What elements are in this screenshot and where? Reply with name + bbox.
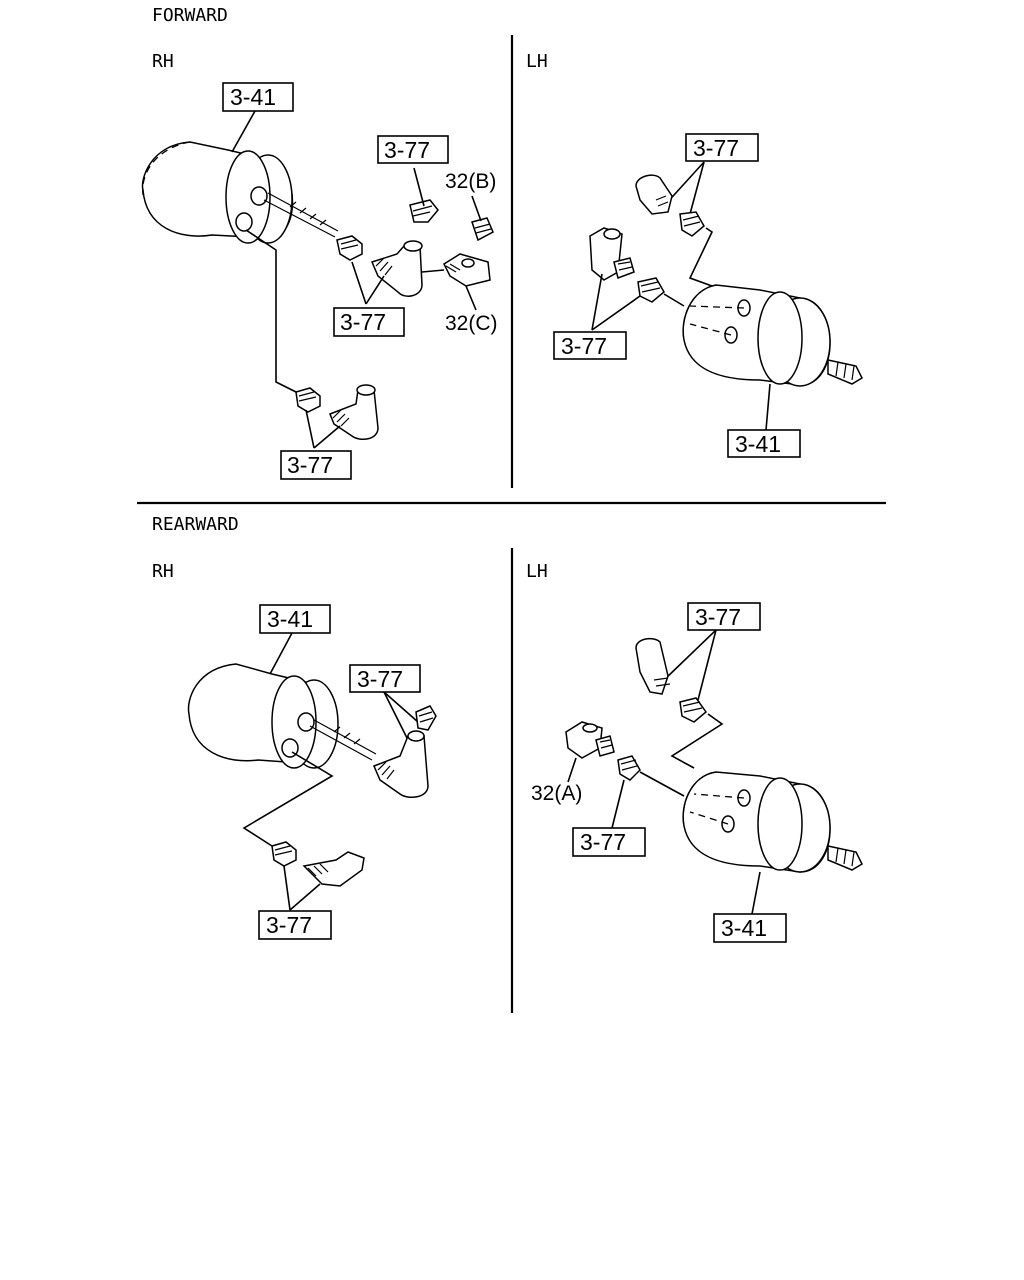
callout-3-77: 3-77 xyxy=(561,333,607,359)
callout-3-77: 3-77 xyxy=(693,135,739,161)
fitting-nut xyxy=(679,211,705,237)
fitting-elbow xyxy=(589,227,635,281)
valve-b xyxy=(471,217,494,242)
fitting-elbow xyxy=(329,384,379,441)
callout-3-77: 3-77 xyxy=(340,309,386,335)
fitting-nut xyxy=(679,697,708,723)
callout-3-77: 3-77 xyxy=(384,137,430,163)
fitting-nut xyxy=(415,705,437,731)
side-label-forward-lh: LH xyxy=(526,51,548,72)
callout-3-77: 3-77 xyxy=(266,912,312,938)
side-label-rearward-rh: RH xyxy=(152,561,174,582)
section-title-rearward: REARWARD xyxy=(152,514,239,535)
fitting-elbow xyxy=(635,637,671,695)
fitting-nut xyxy=(271,841,297,867)
fitting-nut xyxy=(336,235,363,261)
air-chamber xyxy=(187,663,377,769)
callout-3-41: 3-41 xyxy=(230,84,276,110)
callout-3-77: 3-77 xyxy=(287,452,333,478)
fitting-nut xyxy=(637,277,685,307)
callout-3-41: 3-41 xyxy=(267,606,313,632)
fitting-nut xyxy=(617,755,685,797)
fitting-elbow xyxy=(302,851,365,887)
air-chamber xyxy=(682,771,863,873)
callout-32a: 32(A) xyxy=(531,782,582,805)
air-chamber xyxy=(682,284,863,387)
callout-3-77: 3-77 xyxy=(695,604,741,630)
callout-box xyxy=(222,82,294,112)
callout-32b: 32(B) xyxy=(445,170,496,193)
fitting-elbow xyxy=(373,730,429,799)
forward-lh-assembly: 3-77 3-77 3-41 xyxy=(553,133,863,458)
callout-3-41: 3-41 xyxy=(735,431,781,457)
side-label-forward-rh: RH xyxy=(152,51,174,72)
callout-32c: 32(C) xyxy=(445,312,498,335)
fitting-nut xyxy=(295,387,321,413)
fitting-top xyxy=(409,199,439,223)
valve-c xyxy=(421,253,491,287)
callout-3-77: 3-77 xyxy=(357,666,403,692)
fitting-elbow xyxy=(370,240,423,297)
rearward-lh-assembly: 3-77 32(A) 3-77 3-41 xyxy=(531,602,863,943)
side-label-rearward-lh: LH xyxy=(526,561,548,582)
section-title-forward: FORWARD xyxy=(152,5,228,26)
valve-a xyxy=(565,721,615,759)
rearward-rh-assembly: 3-41 3-77 3-77 xyxy=(187,604,437,940)
air-chamber xyxy=(141,141,339,244)
forward-rh-assembly: 3-41 3-77 32(B) xyxy=(141,82,498,480)
callout-3-41: 3-41 xyxy=(721,915,767,941)
fitting-elbow xyxy=(635,174,673,215)
callout-3-77: 3-77 xyxy=(580,829,626,855)
